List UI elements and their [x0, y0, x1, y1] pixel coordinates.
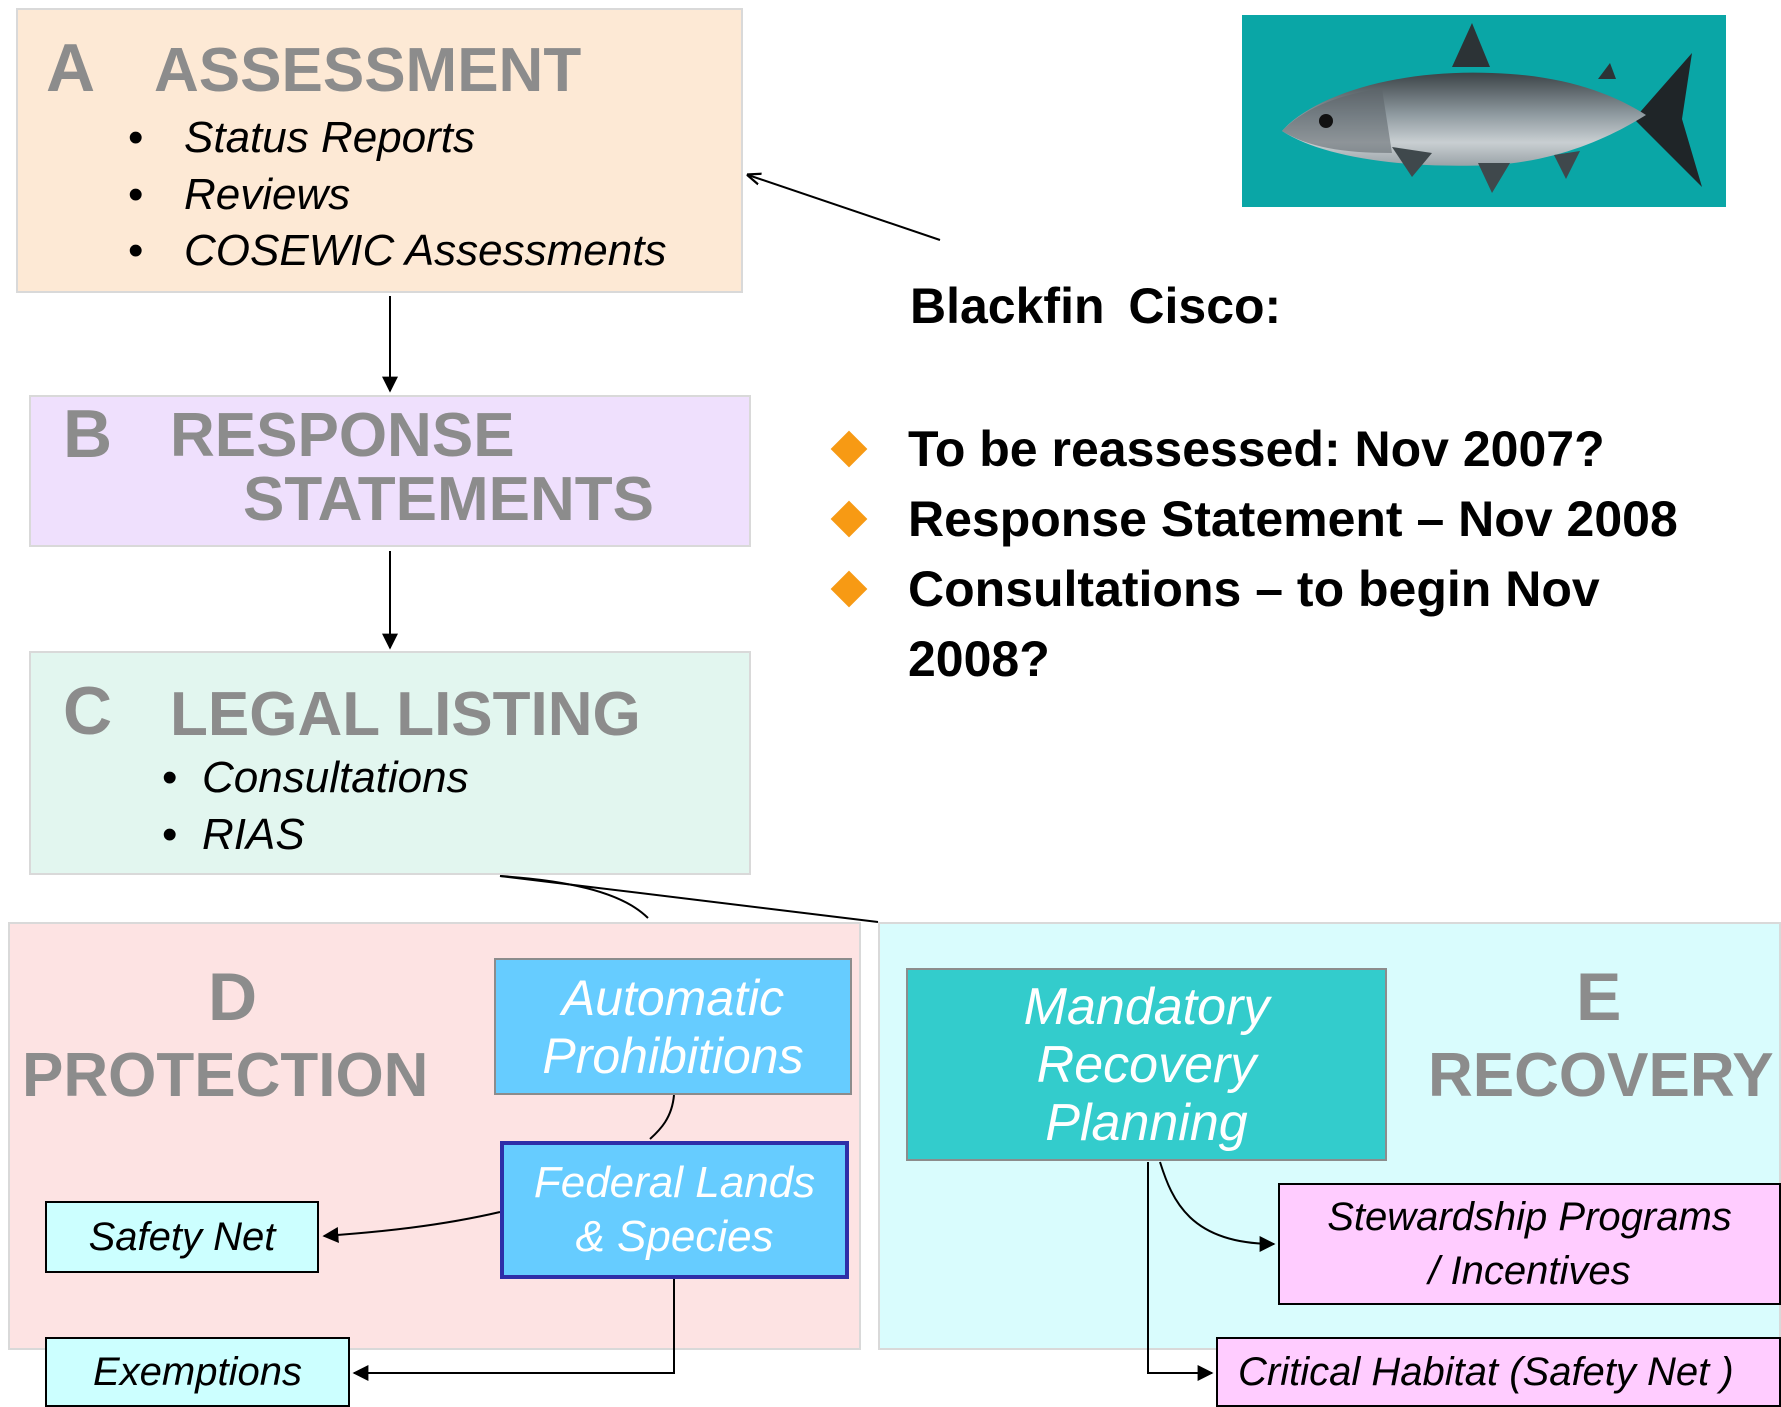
assessment-item: •Reviews	[128, 170, 351, 219]
recovery-title: RECOVERY	[1428, 1041, 1774, 1110]
protection-title: PROTECTION	[22, 1041, 429, 1110]
legal-title: LEGAL LISTING	[170, 680, 641, 749]
assessment-item: •Status Reports	[128, 113, 476, 162]
info-bullet: To be reassessed: Nov 2007?	[830, 414, 1781, 484]
legal-letter: C	[63, 673, 113, 749]
protection-letter: D	[208, 959, 258, 1035]
assessment-title: ASSESSMENT	[154, 36, 582, 105]
response-title-line1: RESPONSE	[170, 401, 515, 470]
legal-to-recovery-line	[499, 875, 879, 923]
safety-net-box: Safety Net	[45, 1201, 319, 1273]
info-bullet: Consultations – to begin Nov	[830, 554, 1781, 624]
automatic-prohibitions-box: Automatic Prohibitions	[494, 958, 852, 1095]
mandatory-recovery-planning-box: Mandatory Recovery Planning	[906, 968, 1387, 1161]
panel-legal-listing	[29, 651, 751, 875]
species-title: Blackfin Cisco:	[910, 278, 1282, 334]
species-to-assessment-arrow	[748, 175, 941, 241]
response-title-line2: STATEMENTS	[243, 465, 655, 534]
legal-item: •Consultations	[162, 753, 469, 802]
recovery-letter: E	[1576, 959, 1622, 1035]
assessment-item: •COSEWIC Assessments	[128, 226, 667, 275]
orange-diamond-icon	[830, 430, 868, 468]
info-bullet-continuation: 2008?	[908, 631, 1050, 687]
fish-image	[1242, 15, 1726, 207]
info-bullet: Response Statement – Nov 2008	[830, 484, 1781, 554]
legal-to-protection-line	[499, 875, 649, 919]
orange-diamond-icon	[830, 500, 868, 538]
critical-habitat-box: Critical Habitat (Safety Net )	[1216, 1337, 1781, 1407]
orange-diamond-icon	[830, 570, 868, 608]
legal-item: •RIAS	[162, 810, 305, 859]
panel-response-statements	[29, 395, 751, 547]
stewardship-programs-box: Stewardship Programs / Incentives	[1278, 1183, 1781, 1305]
species-info-list: To be reassessed: Nov 2007? Response Sta…	[830, 414, 1781, 694]
fish-illustration-icon	[1282, 23, 1702, 193]
assessment-letter: A	[46, 30, 96, 106]
federal-lands-species-box: Federal Lands & Species	[500, 1141, 849, 1279]
panel-assessment	[16, 8, 743, 293]
exemptions-box: Exemptions	[45, 1337, 350, 1407]
response-letter: B	[63, 396, 113, 472]
